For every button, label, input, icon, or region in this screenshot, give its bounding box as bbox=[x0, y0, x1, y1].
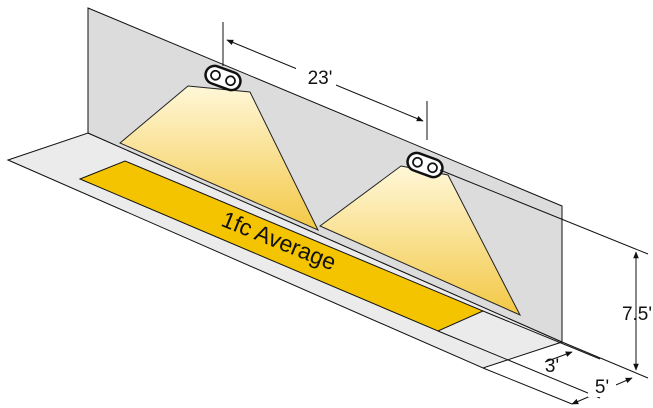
mounting-height-label: 7.5' bbox=[622, 304, 652, 325]
spacing-label-bg bbox=[296, 62, 336, 88]
floor-depth-label: 5' bbox=[595, 377, 609, 398]
zone-depth-arrow bbox=[544, 351, 573, 363]
spacing-label: 23' bbox=[308, 68, 333, 89]
zone-depth-label: 3' bbox=[545, 356, 559, 377]
floor-depth-label-bg bbox=[588, 375, 616, 397]
mounting-height-dimension bbox=[439, 169, 649, 379]
wall-pack-light-icon bbox=[406, 151, 444, 179]
